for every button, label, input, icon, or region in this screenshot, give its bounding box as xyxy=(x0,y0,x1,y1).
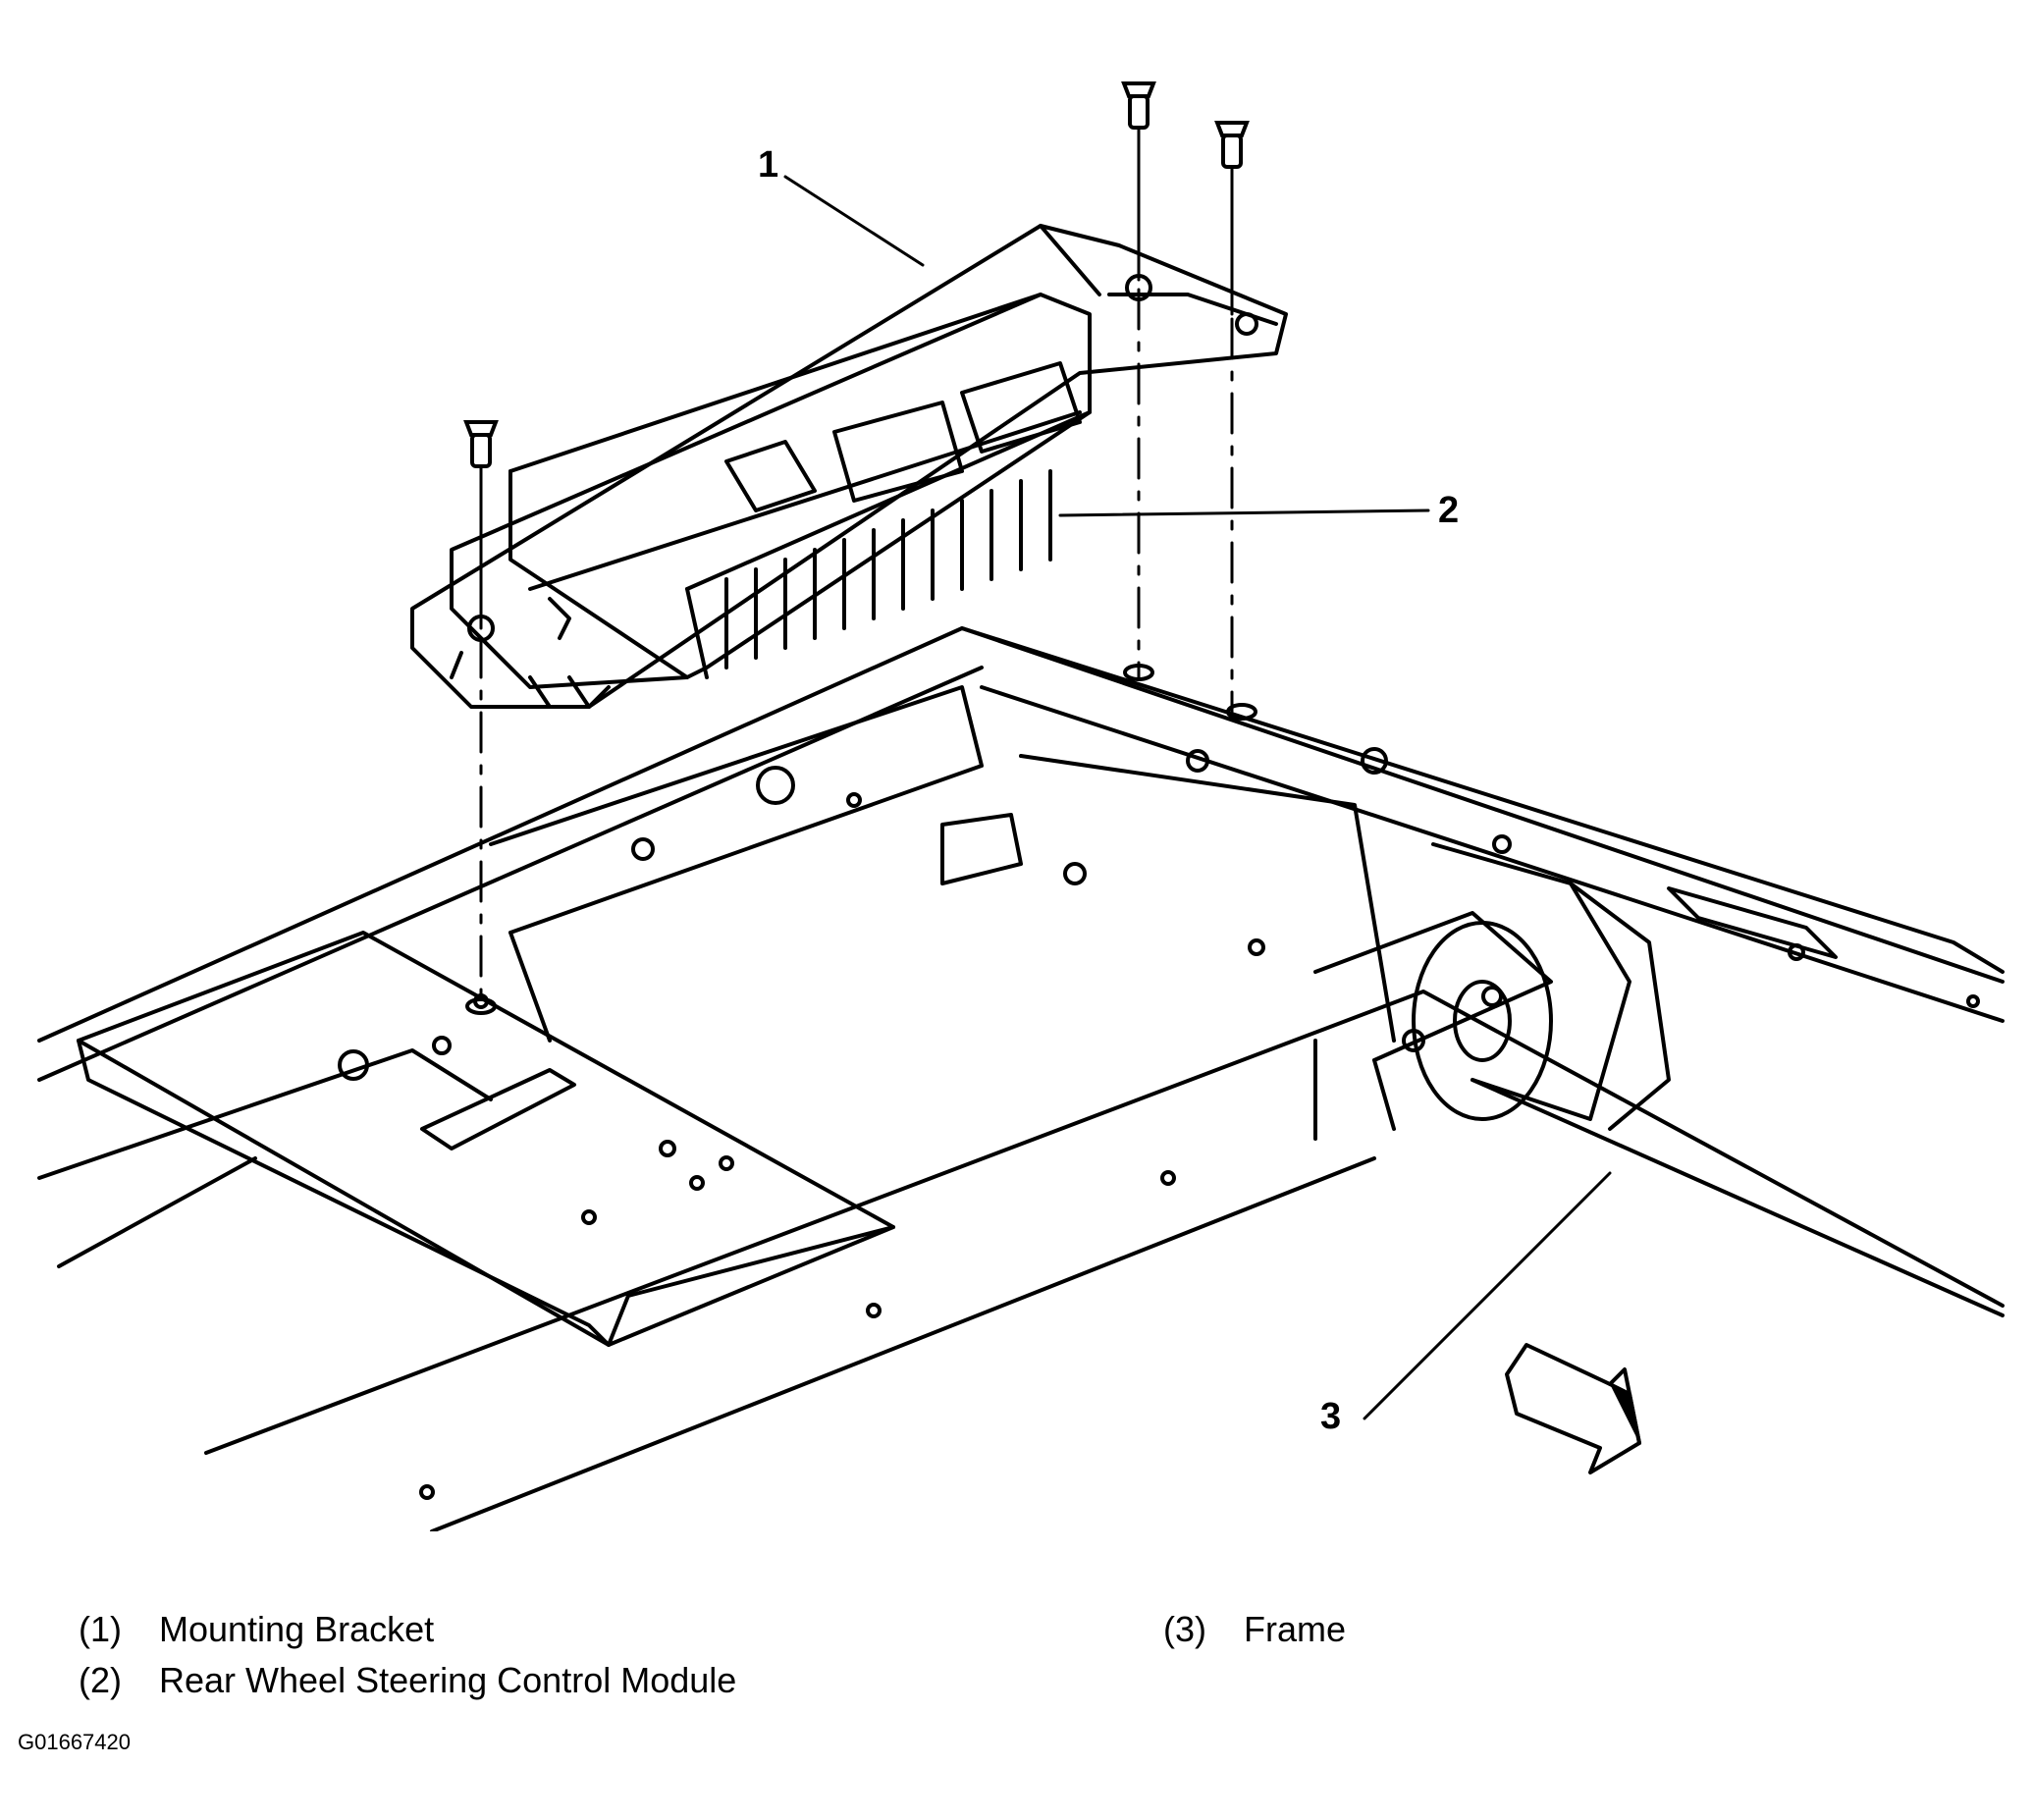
frame-structure xyxy=(37,626,2005,1531)
figure-id: G01667420 xyxy=(18,1730,131,1754)
forward-arrow-icon xyxy=(1505,1343,1641,1474)
legend-number: (2) xyxy=(79,1660,122,1700)
callout-1: 1 xyxy=(758,144,778,186)
support-plate xyxy=(77,931,895,1347)
legend-item-frame: (3) Frame xyxy=(1163,1610,1346,1649)
legend-number: (1) xyxy=(79,1609,122,1649)
legend-item-control-module: (2) Rear Wheel Steering Control Module xyxy=(79,1661,736,1700)
bolt-icon xyxy=(463,420,499,468)
callout-3: 3 xyxy=(1320,1396,1341,1437)
legend-number: (3) xyxy=(1163,1609,1206,1649)
bolt-icon xyxy=(1214,121,1250,169)
legend-item-mounting-bracket: (1) Mounting Bracket xyxy=(79,1610,434,1649)
legend-label: Frame xyxy=(1244,1609,1347,1649)
bolt-icon xyxy=(1121,81,1156,130)
exploded-view-diagram: 1 2 3 xyxy=(37,81,2005,1531)
mounting-bracket xyxy=(410,224,1288,709)
legend-label: Rear Wheel Steering Control Module xyxy=(159,1660,737,1700)
rws-control-module xyxy=(450,293,1092,709)
drive-shaft xyxy=(1313,842,1671,1131)
callout-2: 2 xyxy=(1438,490,1459,531)
alignment-lines xyxy=(479,288,1234,1003)
legend-label: Mounting Bracket xyxy=(159,1609,435,1649)
leader-lines xyxy=(783,175,1612,1420)
